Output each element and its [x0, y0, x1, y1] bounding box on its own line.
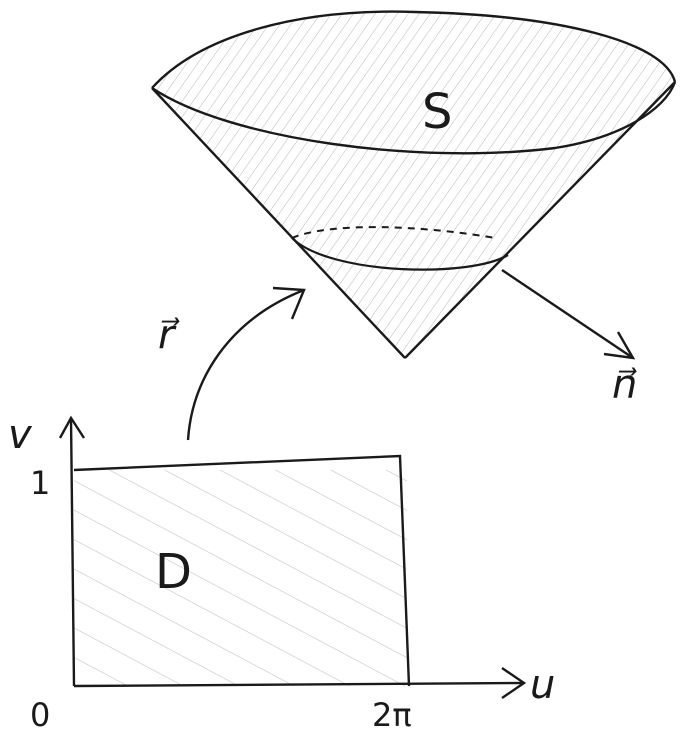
mapping-arrow-curve [186, 288, 305, 441]
mapping-arrow-head [272, 286, 306, 320]
domain-label: D [155, 544, 192, 600]
v-axis [69, 417, 76, 687]
mapping-label: r⃗ [158, 312, 180, 358]
v-tick-label: 1 [30, 464, 50, 502]
domain-boundary [73, 454, 411, 687]
inner-circle-front [291, 237, 509, 271]
normal-arrow-head [603, 331, 636, 360]
surface-label: S [422, 84, 452, 140]
u-axis-arrowhead [501, 667, 527, 699]
v-axis-arrowhead [58, 415, 86, 439]
parameter-domain: D [73, 454, 411, 687]
origin-label: 0 [30, 696, 50, 734]
v-axis-label: v [8, 412, 33, 458]
cone-surface: S [151, 10, 677, 359]
cone-top-rim [151, 10, 677, 89]
u-axis [73, 681, 525, 688]
inner-circle-back [291, 226, 496, 239]
u-axis-label: u [530, 662, 555, 708]
uv-axes: u v 0 1 2π [8, 412, 555, 734]
normal-arrow-shaft [501, 269, 634, 359]
mapping-arrow: r⃗ [158, 286, 306, 441]
cone-right-side [404, 81, 676, 359]
normal-vector: n⃗ [501, 269, 637, 408]
cone-left-side [151, 87, 406, 359]
cone-body [152, 11, 675, 359]
u-tick-label: 2π [372, 696, 412, 734]
cone-front-rim [151, 81, 677, 155]
normal-label: n⃗ [612, 362, 637, 408]
domain-region [74, 470, 407, 686]
